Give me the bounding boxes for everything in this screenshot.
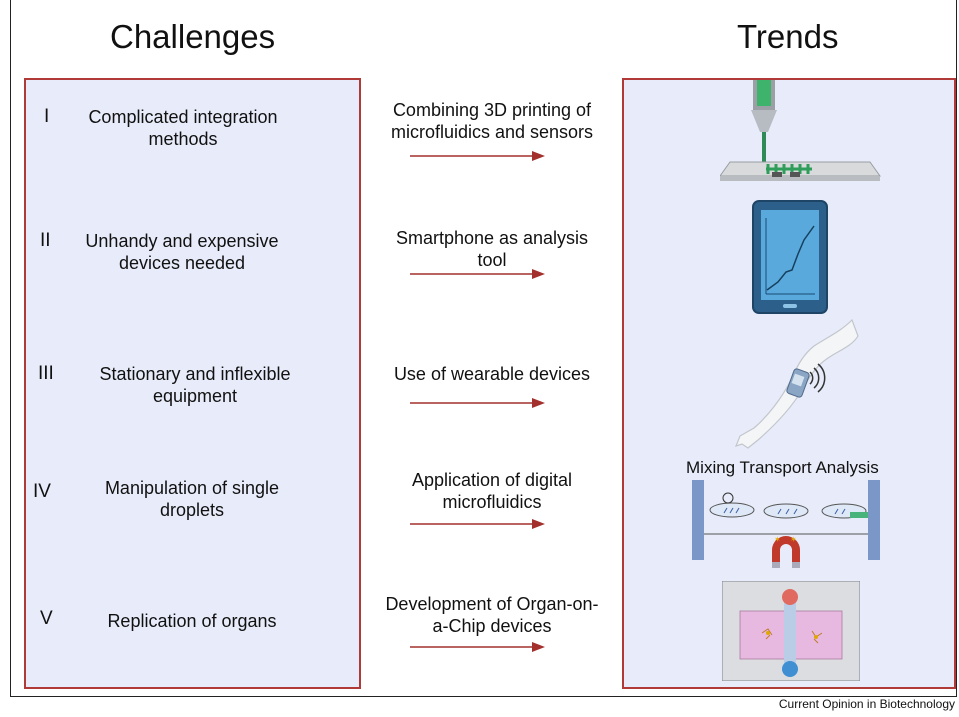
- trend-2: Smartphone as analysis tool: [357, 227, 627, 271]
- trend-1-line1: Combining 3D printing of: [392, 100, 592, 120]
- challenge-3-line2: equipment: [152, 386, 238, 406]
- wearable-arm-icon: [734, 318, 859, 449]
- arrow-5: [410, 642, 545, 652]
- challenge-4-line2: droplets: [159, 500, 225, 520]
- trend-3-line1: Use of wearable devices: [393, 364, 591, 384]
- trend-1: Combining 3D printing of microfluidics a…: [357, 99, 627, 143]
- challenge-3-line1: Stationary and inflexible: [99, 364, 291, 384]
- challenge-5: Replication of organs: [94, 610, 290, 632]
- trend-1-line2: microfluidics and sensors: [390, 122, 594, 142]
- digital-microfluidics-icon: ✶ ✶: [692, 480, 880, 568]
- challenge-numeral-3: III: [38, 363, 54, 384]
- trend-4: Application of digital microfluidics: [357, 469, 627, 513]
- challenge-1: Complicated integration methods: [72, 106, 294, 150]
- footer-credit: Current Opinion in Biotechnology: [778, 697, 955, 711]
- arrow-4: [410, 519, 545, 529]
- arrow-1: [410, 151, 545, 161]
- tablet-icon: [752, 200, 828, 314]
- challenge-2-line2: devices needed: [118, 253, 246, 273]
- challenge-3: Stationary and inflexible equipment: [84, 363, 306, 407]
- challenges-panel: [24, 78, 361, 689]
- challenge-numeral-2: II: [40, 230, 51, 251]
- svg-text:✶: ✶: [790, 535, 797, 544]
- challenge-4: Manipulation of single droplets: [90, 477, 294, 521]
- trend-2-line2: tool: [477, 250, 507, 270]
- figure-frame: [10, 0, 957, 697]
- svg-text:✶: ✶: [774, 535, 781, 544]
- arrow-2: [410, 269, 545, 279]
- arrow-3: [410, 398, 545, 408]
- trends-heading: Trends: [737, 18, 839, 55]
- challenges-heading: Challenges: [110, 18, 276, 55]
- challenge-numeral-5: V: [40, 608, 53, 629]
- challenge-5-line1: Replication of organs: [107, 611, 277, 631]
- challenge-2-line1: Unhandy and expensive: [85, 231, 279, 251]
- challenge-1-line1: Complicated integration: [88, 107, 278, 127]
- trend-2-line1: Smartphone as analysis: [395, 228, 589, 248]
- challenge-2: Unhandy and expensive devices needed: [76, 230, 288, 274]
- trend-5-line2: a-Chip devices: [432, 616, 552, 636]
- challenge-numeral-1: I: [44, 106, 50, 127]
- organ-on-chip-icon: [722, 581, 860, 681]
- 3d-printer-icon: [720, 80, 881, 181]
- trend-3: Use of wearable devices: [357, 363, 627, 385]
- challenge-numeral-4: IV: [33, 481, 51, 502]
- challenge-4-line1: Manipulation of single: [104, 478, 280, 498]
- challenge-1-line2: methods: [148, 129, 218, 149]
- trend-4-line1: Application of digital: [411, 470, 573, 490]
- digital-microfluidics-label: Mixing Transport Analysis: [686, 458, 879, 477]
- trend-4-line2: microfluidics: [442, 492, 542, 512]
- trend-5-line1: Development of Organ-on-: [385, 594, 599, 614]
- trend-5: Development of Organ-on- a-Chip devices: [357, 593, 627, 637]
